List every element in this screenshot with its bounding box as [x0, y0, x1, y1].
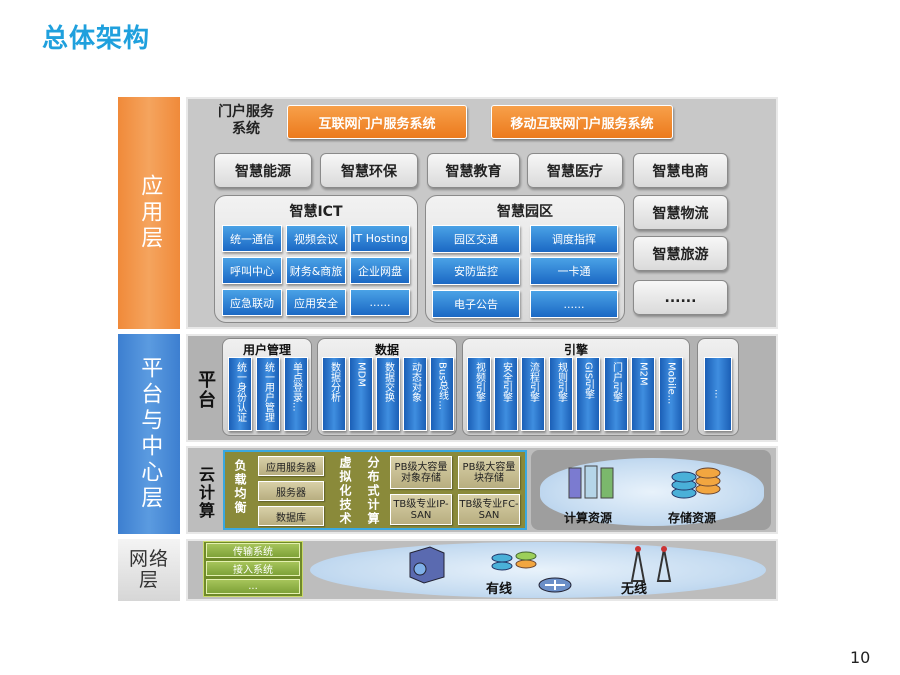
ict-item[interactable]: 应用安全: [286, 289, 346, 316]
park-item[interactable]: 调度指挥: [530, 225, 618, 253]
user-management-title: 用户管理: [242, 343, 291, 357]
smart-tourism-box[interactable]: 智慧旅游: [633, 236, 728, 271]
internet-portal-button[interactable]: 互联网门户服务系统: [287, 105, 467, 139]
platform-side-label: 平台: [195, 370, 216, 410]
compute-resources-label: 计算资源: [564, 511, 613, 525]
ict-item[interactable]: 呼叫中心: [222, 257, 282, 284]
more-network-button[interactable]: ...: [206, 579, 300, 594]
ict-item[interactable]: 视频会议: [286, 225, 346, 252]
storage-disks-icon: [671, 467, 721, 499]
smart-environment-box[interactable]: 智慧环保: [320, 153, 418, 188]
ict-item[interactable]: 企业网盘: [350, 257, 410, 284]
ict-item[interactable]: 统一通信: [222, 225, 282, 252]
platform-item[interactable]: MDM: [349, 357, 373, 431]
pb-block-storage-button[interactable]: PB级大容量块存储: [458, 456, 520, 489]
park-item[interactable]: 电子公告: [432, 290, 520, 318]
platform-item[interactable]: 门户引擎: [604, 357, 628, 431]
distributed-label: 分布式计算: [366, 456, 380, 526]
park-item[interactable]: 园区交通: [432, 225, 520, 253]
data-group-title: 数据: [374, 343, 399, 357]
smart-medical-box[interactable]: 智慧医疗: [527, 153, 623, 188]
platform-layer-label: 平台与中心层: [118, 334, 180, 534]
ict-item[interactable]: 应急联动: [222, 289, 282, 316]
more-apps-box[interactable]: ......: [633, 280, 728, 315]
park-item[interactable]: ......: [530, 290, 618, 318]
platform-item[interactable]: 数据交换: [376, 357, 400, 431]
virtualization-label: 虚拟化技术: [338, 456, 352, 526]
platform-item[interactable]: Bus总线...: [430, 357, 454, 431]
cloud-side-label: 云计算: [196, 466, 215, 520]
smart-park-title: 智慧园区: [497, 204, 553, 220]
ict-item[interactable]: 财务&商旅: [286, 257, 346, 284]
app-server-button[interactable]: 应用服务器: [258, 456, 324, 476]
network-layer-label: 网络层: [118, 539, 180, 601]
page-title: 总体架构: [42, 24, 151, 54]
platform-item[interactable]: GIS引擎: [576, 357, 600, 431]
platform-item[interactable]: 统一身份认证: [228, 357, 252, 431]
platform-item[interactable]: Mobile...: [659, 357, 683, 431]
storage-resources-label: 存储资源: [668, 511, 717, 525]
platform-item[interactable]: 单点登录...: [284, 357, 308, 431]
switch-icon: [538, 577, 572, 593]
wired-label: 有线: [486, 582, 513, 597]
ict-item[interactable]: ......: [350, 289, 410, 316]
database-button[interactable]: 数据库: [258, 506, 324, 526]
platform-item[interactable]: M2M: [631, 357, 655, 431]
network-cloud: [310, 542, 766, 598]
pb-object-storage-button[interactable]: PB级大容量对象存储: [390, 456, 452, 489]
platform-extra-item[interactable]: ...: [704, 357, 732, 431]
server-button[interactable]: 服务器: [258, 481, 324, 501]
load-balance-label: 负载均衡: [233, 459, 247, 515]
smart-logistics-box[interactable]: 智慧物流: [633, 195, 728, 230]
ict-item[interactable]: IT Hosting: [350, 225, 410, 252]
platform-item[interactable]: 视频引擎: [467, 357, 491, 431]
engine-group-title: 引擎: [563, 343, 588, 357]
park-item[interactable]: 一卡通: [530, 257, 618, 285]
platform-item[interactable]: 动态对象: [403, 357, 427, 431]
transmission-system-button[interactable]: 传输系统: [206, 543, 300, 558]
platform-item[interactable]: 安全引擎: [494, 357, 518, 431]
fc-san-button[interactable]: TB级专业FC-SAN: [458, 494, 520, 525]
wireless-tower-icon: [630, 546, 672, 582]
compute-servers-icon: [568, 465, 614, 499]
router-building-icon: [409, 546, 445, 584]
platform-item[interactable]: 统一用户管理: [256, 357, 280, 431]
access-system-button[interactable]: 接入系统: [206, 561, 300, 576]
portal-label: 门户服务系统: [218, 104, 274, 137]
platform-item[interactable]: 流程引擎: [521, 357, 545, 431]
platform-item[interactable]: 规则引擎: [549, 357, 573, 431]
ip-san-button[interactable]: TB级专业IP-SAN: [390, 494, 452, 525]
smart-ict-title: 智慧ICT: [289, 204, 343, 220]
smart-energy-box[interactable]: 智慧能源: [214, 153, 312, 188]
smart-education-box[interactable]: 智慧教育: [427, 153, 520, 188]
platform-item[interactable]: 数据分析: [322, 357, 346, 431]
app-layer-label: 应用层: [118, 97, 180, 329]
page-number: 10: [850, 648, 871, 667]
wireless-label: 无线: [621, 582, 648, 597]
mobile-portal-button[interactable]: 移动互联网门户服务系统: [491, 105, 673, 139]
park-item[interactable]: 安防监控: [432, 257, 520, 285]
database-network-icon: [491, 551, 537, 571]
smart-ecommerce-box[interactable]: 智慧电商: [633, 153, 728, 188]
